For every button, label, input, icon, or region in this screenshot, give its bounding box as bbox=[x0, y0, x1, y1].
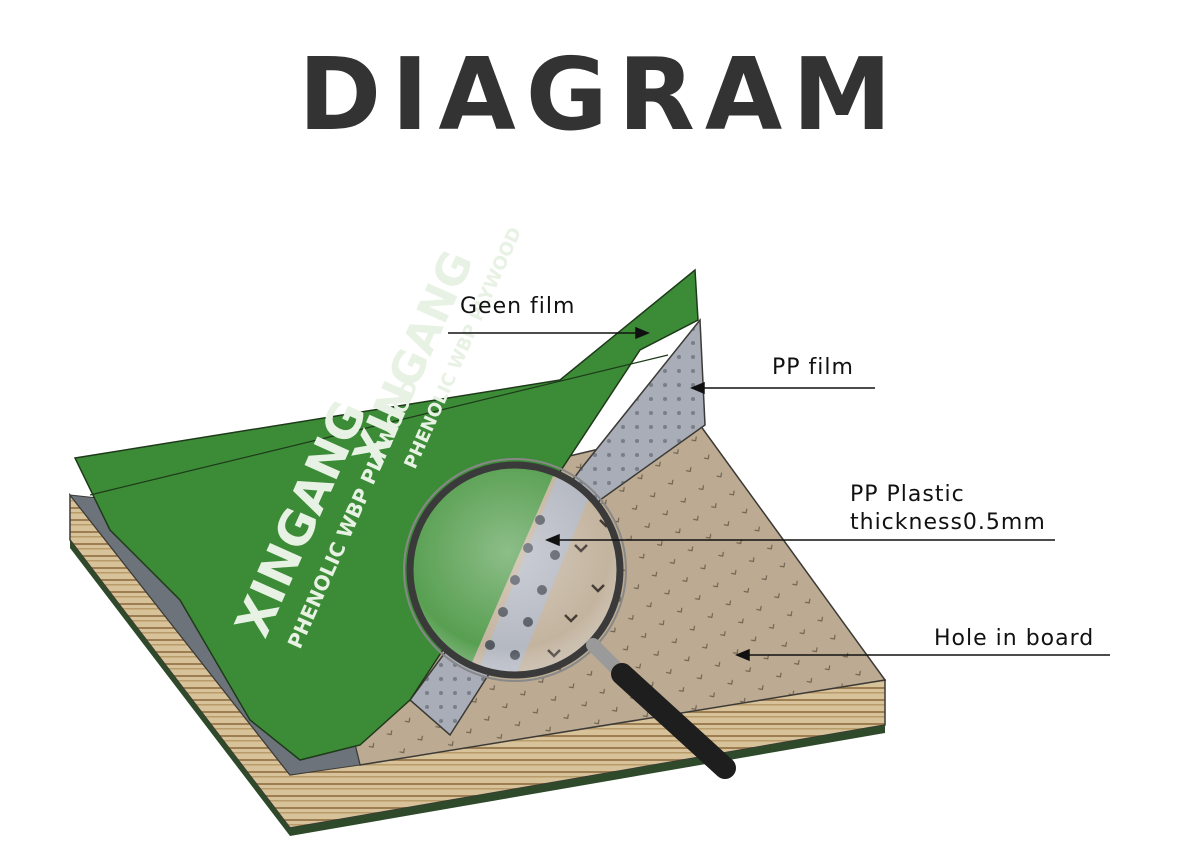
pp-film-label: PP film bbox=[772, 355, 854, 380]
pp-plastic-label-line1: PP Plastic bbox=[850, 482, 965, 507]
green-film-sheet bbox=[73, 268, 699, 761]
green-film-label: Geen film bbox=[460, 294, 576, 319]
hole-in-board-label: Hole in board bbox=[934, 626, 1095, 651]
page-title: DIAGRAM bbox=[298, 36, 902, 153]
magnifier-lens bbox=[406, 461, 624, 679]
callout-lines bbox=[448, 326, 1110, 662]
plywood-bottom-film bbox=[70, 540, 885, 836]
magnifier-handle bbox=[586, 638, 736, 779]
pp-plastic-label-line2: thickness0.5mm bbox=[850, 510, 1046, 535]
magnified-view bbox=[410, 465, 620, 675]
